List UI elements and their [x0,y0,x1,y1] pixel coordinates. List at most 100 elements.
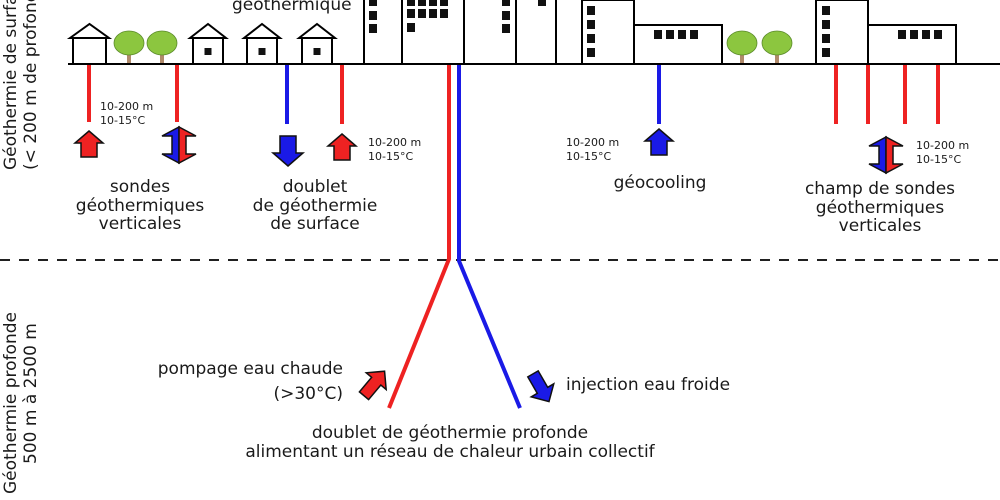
doublet-surface-caption-line: doublet [282,177,348,197]
house-window [258,48,266,55]
champ-depth: 10-200 m [916,139,970,152]
building-window [502,0,510,6]
pump-label-text: pompage eau chaude [157,359,343,379]
building-window [418,9,426,18]
house-roof [187,22,229,39]
shallow-section-label: Géothermie de surface (< 200 m de profon… [1,0,41,170]
building-window [922,30,930,39]
building-window [934,30,942,39]
building-window [429,9,437,18]
champ-caption-line: verticales [838,216,922,237]
building-window [822,6,830,15]
tree-crown [726,30,758,56]
sondes-caption-line: géothermiques [75,195,205,216]
champ-temperature: 10-15°C [916,152,962,166]
sondes-caption-line: verticales [98,214,182,235]
geocooling-caption-line: géocooling [613,173,707,193]
building-window [440,0,448,6]
sondes-depth: 10-200 m [100,100,154,113]
cold-well-line [457,65,522,409]
tree-trunk [160,50,164,64]
building-window [587,20,595,29]
building-window [502,11,510,20]
house-window [204,48,212,55]
building-window [429,0,437,6]
deep-caption-line: alimentant un réseau de chaleur urbain c… [245,441,655,462]
sondes-specs: 10-200 m 10-15°C [100,100,153,128]
building-window [910,30,918,39]
building-window [369,24,377,33]
doublet-surface-specs: 10-200 m 10-15°C [368,136,421,164]
doublet-surface-caption-line: de surface [270,214,360,235]
building-window [369,0,377,6]
bidirectional-arrow-icon-cold-half [868,135,887,175]
house-roof [241,22,283,39]
pump-arrow-shape [358,370,388,401]
tree-crown [146,30,178,56]
tree-trunk [740,50,744,64]
building-window [407,9,415,18]
top-partial-label: géothermique [232,0,352,15]
building-window [407,0,415,6]
building-window [898,30,906,39]
deep-section-label: Géothermie profonde 500 m à 2500 m [1,312,41,494]
house-window [313,48,321,55]
inject-arrow-icon [526,369,555,403]
inject-label: injection eau froide [566,375,731,395]
bidirectional-arrow-icon-hot-half [178,125,197,165]
tree-trunk [127,50,131,64]
doublet-surface-depth: 10-200 m [368,136,422,149]
house-body [72,37,107,65]
deep-section-title: Géothermie profonde [1,312,21,494]
sondes-caption: sondes géothermiques verticales [60,178,220,234]
bidirectional-arrow-icon-hot-half [885,135,904,175]
doublet-surface-caption: doublet de géothermie de surface [230,178,400,234]
up-arrow-icon [325,133,359,161]
pump-arrow-icon [358,370,388,401]
building-window [822,48,830,57]
deep-caption: doublet de géothermie profonde alimentan… [180,424,720,461]
up-arrow-icon [72,130,106,158]
building [515,0,557,65]
bidirectional-arrow-icon-cold-half [161,125,180,165]
hot-well-line [387,65,451,409]
building [555,0,585,65]
house-roof [296,22,338,39]
building-window [587,6,595,15]
building-window [418,0,426,6]
building-window [822,34,830,43]
down-arrow-icon [270,135,306,167]
doublet-surface-caption-line: de géothermie [252,195,378,216]
deep-caption-line: doublet de géothermie profonde [311,423,589,443]
sondes-caption-line: sondes [109,177,171,197]
building-window [587,34,595,43]
sondes-temperature: 10-15°C [100,113,146,127]
pump-temperature: (>30°C) [273,383,343,404]
building-window [666,30,674,39]
champ-caption: champ de sondes géothermiques verticales [780,180,980,236]
building-window [587,48,595,57]
building-window [678,30,686,39]
house-roof [66,22,113,39]
shallow-section-title: Géothermie de surface [1,0,21,170]
geocooling-depth: 10-200 m [566,136,620,149]
champ-caption-line: champ de sondes [804,179,956,199]
building-window [690,30,698,39]
building-window [654,30,662,39]
building-window [822,20,830,29]
building-window [440,9,448,18]
inject-arrow-shape [526,369,555,403]
tree-crown [113,30,145,56]
up-arrow-icon [642,128,676,156]
building-window [369,11,377,20]
shallow-section-depth: (< 200 m de profondeur) [20,0,41,170]
building-window [538,0,546,6]
building-window [502,24,510,33]
deep-section-depth: 500 m à 2500 m [20,323,41,464]
geocooling-caption: géocooling [590,174,730,193]
champ-specs: 10-200 m 10-15°C [916,139,969,167]
tree-trunk [775,50,779,64]
champ-caption-line: géothermiques [815,197,945,218]
